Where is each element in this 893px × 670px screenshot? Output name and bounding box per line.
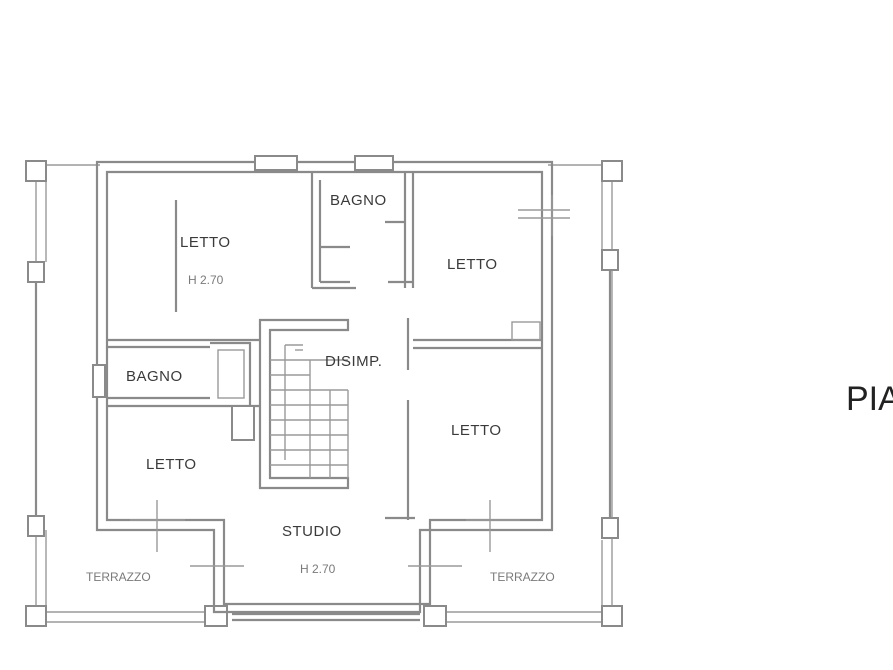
staircase [270,344,348,478]
room-label-letto-ne: LETTO [447,256,498,273]
room-label-letto-sw: LETTO [146,456,197,473]
side-columns [27,249,619,539]
room-label-letto-nw: LETTO [180,234,231,251]
room-label-terrazzo-sw: TERRAZZO [86,570,151,584]
corner-posts [25,160,623,627]
floor-title: PIA [846,380,893,418]
fixture-marks [130,195,570,567]
height-label-studio: H 2.70 [300,562,336,576]
room-label-letto-e: LETTO [451,422,502,439]
exterior-walls [92,155,554,622]
interior-walls [107,172,542,520]
room-label-studio: STUDIO [282,523,342,540]
room-label-terrazzo-se: TERRAZZO [490,570,555,584]
room-label-disimp: DISIMP. [325,353,382,370]
terrace-outline [35,164,613,623]
room-label-bagno-n: BAGNO [330,192,387,209]
room-label-bagno-w: BAGNO [126,368,183,385]
height-label-nw: H 2.70 [188,273,224,287]
